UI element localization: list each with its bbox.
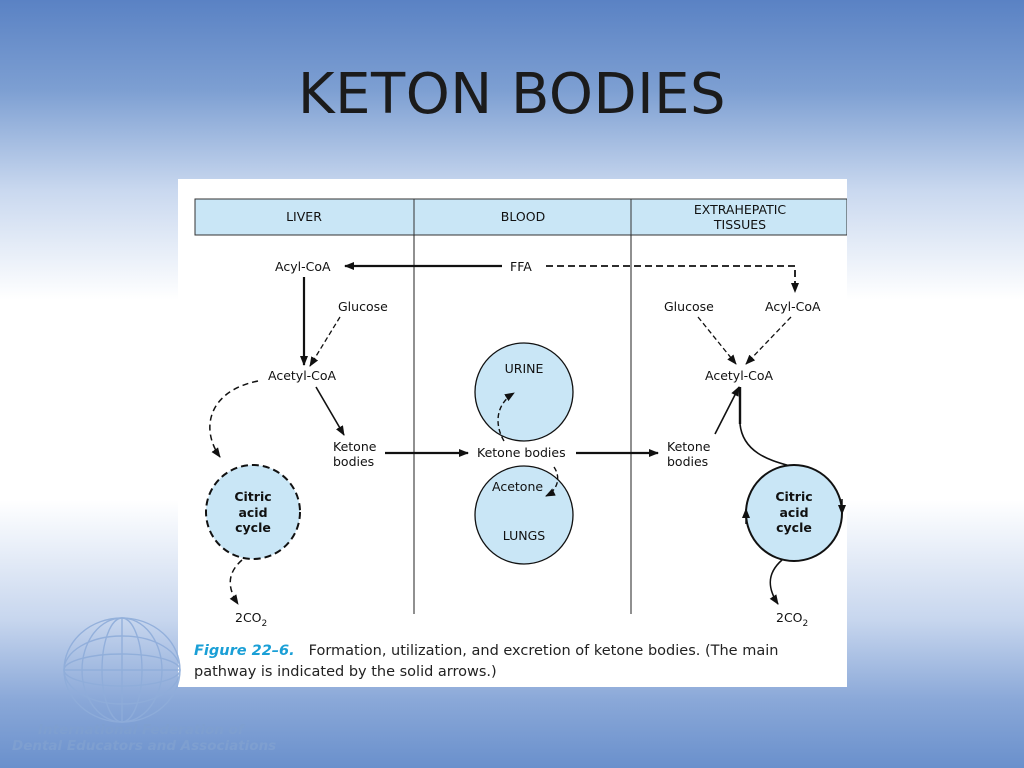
header-tissues: TISSUES (713, 217, 766, 232)
arrow-ketone-acetylcoa (714, 386, 740, 435)
liver-co2: 2CO2 (235, 610, 267, 629)
tissue-co2: 2CO2 (776, 610, 808, 629)
blood-ketone-bodies: Ketone bodies (477, 445, 566, 460)
liver-citric-cycle (205, 464, 301, 560)
blood-lungs: LUNGS (503, 528, 546, 543)
tissue-glucose: Glucose (664, 299, 714, 314)
arrow-liver-co2 (229, 559, 243, 605)
blood-acetone: Acetone (492, 479, 543, 494)
tissue-acetyl-coa: Acetyl-CoA (705, 368, 774, 383)
arrow-acetylcoa-cycle (209, 380, 259, 458)
globe-icon (63, 617, 181, 723)
arrow-to-tissue-cycle (739, 423, 791, 467)
tissue-cycle-2: acid (779, 505, 808, 520)
arrow-tissue-acylcoa (745, 316, 792, 365)
liver-ketone-2: bodies (333, 454, 374, 469)
liver-cycle-1: Citric (234, 489, 271, 504)
figure-caption: Figure 22–6.Formation, utilization, and … (194, 641, 834, 683)
figure-number: Figure 22–6. (194, 643, 295, 659)
logo-line-1: International Federation of (38, 722, 244, 738)
header-liver: LIVER (286, 209, 322, 224)
header-extrahepatic: EXTRAHEPATIC (694, 202, 787, 217)
arrow-glucose-acetylcoa (309, 316, 341, 367)
caption-text: Formation, utilization, and excretion of… (194, 643, 779, 680)
tissue-cycle-1: Citric (775, 489, 812, 504)
logo-line-2: Dental Educators and Associations (12, 738, 277, 754)
slide-title: KETON BODIES (297, 62, 727, 127)
blood-urine: URINE (505, 361, 544, 376)
liver-acetyl-coa: Acetyl-CoA (268, 368, 337, 383)
pathway-diagram: LIVER BLOOD EXTRAHEPATIC TISSUES Acyl-Co… (194, 198, 847, 629)
arrow-ffa-tissues (546, 265, 799, 293)
arrow-tissue-co2 (769, 559, 783, 605)
liver-ketone-1: Ketone (333, 439, 377, 454)
blood-ffa: FFA (510, 259, 532, 274)
logo-text: International Federation of Dental Educa… (12, 722, 282, 754)
tissue-acyl-coa: Acyl-CoA (765, 299, 821, 314)
header-band (194, 198, 847, 236)
arrow-tissue-glucose (697, 316, 737, 365)
urine-circle (474, 342, 574, 442)
header-blood: BLOOD (501, 209, 545, 224)
tissue-cycle-3: cycle (776, 520, 812, 535)
tissue-ketone-1: Ketone (667, 439, 711, 454)
arrow-ketone-urine (497, 392, 515, 442)
tissue-ketone-2: bodies (667, 454, 708, 469)
arrow-acetylcoa-ketone (315, 386, 345, 436)
arrow-ketone-lungs (545, 466, 559, 497)
figure: LIVER BLOOD EXTRAHEPATIC TISSUES Acyl-Co… (178, 179, 847, 687)
liver-acyl-coa: Acyl-CoA (275, 259, 331, 274)
liver-glucose: Glucose (338, 299, 388, 314)
liver-cycle-2: acid (238, 505, 267, 520)
liver-cycle-3: cycle (235, 520, 271, 535)
